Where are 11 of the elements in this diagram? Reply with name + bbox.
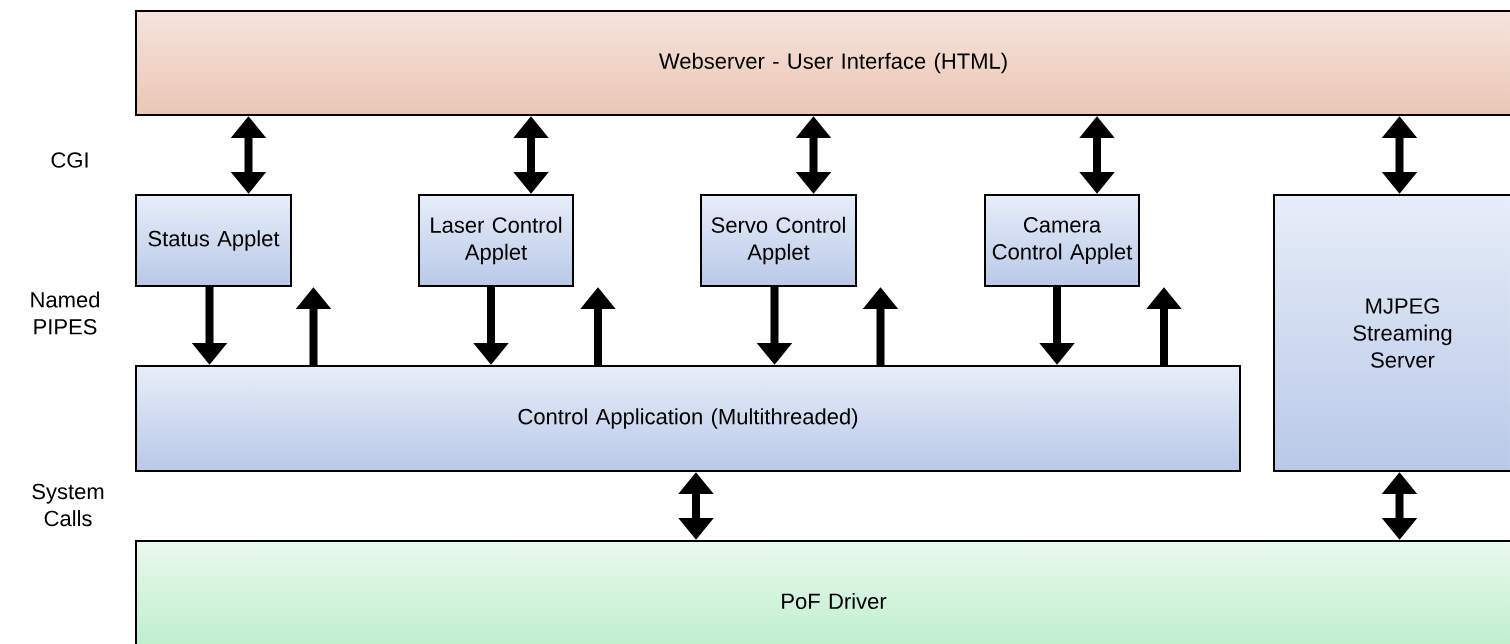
interface-band: Webserver - User Interface (HTML) bbox=[135, 10, 1510, 116]
applet-box: Servo Control Applet bbox=[700, 194, 857, 287]
layer-label: System Calls bbox=[32, 483, 104, 527]
driver-band: PoF Driver bbox=[135, 540, 1510, 644]
applet-box: Status Applet bbox=[135, 194, 292, 287]
application-band: Control Application (Multithreaded) bbox=[135, 365, 1241, 472]
applet-box: Laser Control Applet bbox=[418, 194, 574, 287]
layer-label: Named PIPES bbox=[31, 291, 100, 335]
applet-box: Camera Control Applet bbox=[984, 194, 1140, 287]
layer-label: CGI bbox=[51, 152, 88, 168]
server-box: MJPEG Streaming Server bbox=[1273, 194, 1510, 472]
